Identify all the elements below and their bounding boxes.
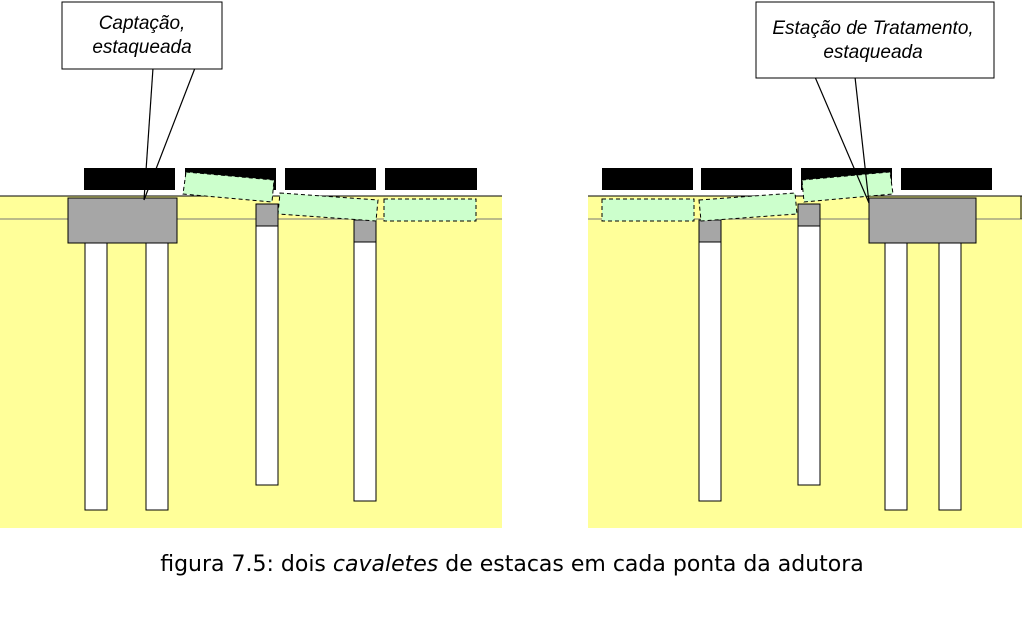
right-panel: Estação de Tratamento, estaqueada [588,1,1022,528]
left-pile-4 [353,241,377,502]
right-callout-pointer-b [854,76,870,204]
right-pile-4 [938,229,962,511]
left-callout-pointer-a [143,67,154,201]
right-callout-box [755,1,995,79]
right-callout-pointer-a [814,76,870,204]
right-pile-3 [884,229,908,511]
left-panel: Captação, estaqueada [0,1,502,528]
left-callout-line-1: Captação, [99,13,186,34]
caption-prefix: figura 7.5: dois [160,552,333,577]
right-pipe-segment-1 [601,198,695,222]
left-callout-pointer-b [143,67,196,201]
right-pile-1 [698,241,722,502]
left-pile-2 [145,229,169,511]
right-pipe-segment-2 [698,192,798,222]
left-callout-line-2: estaqueada [92,37,191,58]
left-deck-block-1 [84,168,175,190]
right-pipe-segment-3 [801,171,894,203]
caption-emphasis: cavaletes [332,552,439,577]
left-pile-1 [84,229,108,511]
right-deck-block-2 [701,168,792,190]
right-deck-block-4 [901,168,992,190]
left-deck-block-4 [385,168,477,190]
left-soil [0,196,502,528]
right-callout-line-1: Estação de Tratamento, [772,18,973,39]
figure-caption: figura 7.5: dois cavaletes de estacas em… [0,552,1024,577]
right-pile-2 [797,225,821,486]
left-pipe-segment-1 [182,171,275,203]
left-pile-cap-small-1 [255,203,279,227]
right-pile-cap-small-1 [698,219,722,243]
left-pile-cap-small-2 [353,219,377,243]
right-callout-line-2: estaqueada [823,42,922,63]
right-pile-cap-small-2 [797,203,821,227]
right-deck-block-1 [602,168,693,190]
left-callout-box [61,1,223,70]
left-pile-cap-large [67,197,178,244]
caption-suffix: de estacas em cada ponta da adutora [438,552,864,577]
right-pile-cap-large [868,197,977,244]
left-pile-3 [255,225,279,486]
left-pipe-segment-2 [277,192,379,222]
left-pipe-segment-3 [383,198,477,222]
left-deck-block-3 [285,168,376,190]
